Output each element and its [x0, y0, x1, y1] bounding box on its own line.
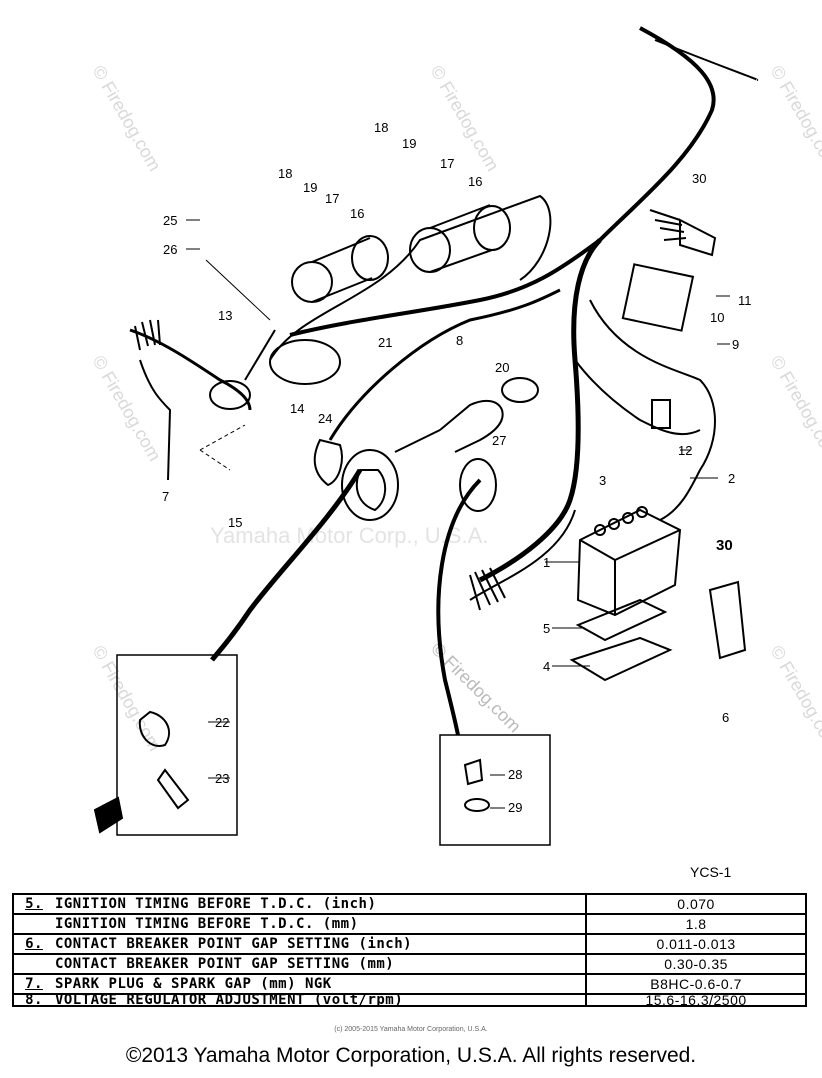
- spec-table: 5. IGNITION TIMING BEFORE T.D.C. (inch) …: [12, 893, 807, 1007]
- row-number: [12, 913, 49, 935]
- battery: [576, 506, 682, 617]
- callout-16a: 16: [350, 206, 364, 221]
- callout-20: 20: [495, 360, 509, 375]
- callout-29: 29: [508, 800, 522, 815]
- callout-4: 4: [543, 659, 550, 674]
- callout-1: 1: [543, 555, 550, 570]
- row-number: 6.: [12, 933, 49, 955]
- callout-8: 8: [456, 333, 463, 348]
- table-row: 7. SPARK PLUG & SPARK GAP (mm) NGK B8HC-…: [12, 973, 807, 995]
- ignition-coil-right: [409, 204, 511, 273]
- row-parameter: VOLTAGE REGULATOR ADJUSTMENT (volt/rpm): [48, 993, 588, 1007]
- row-value: B8HC-0.6-0.7: [585, 973, 807, 995]
- row-number: 7.: [12, 973, 49, 995]
- watermarks: © Firedog.com © Firedog.com © Firedog.co…: [89, 62, 822, 754]
- watermark: © Firedog.com: [427, 62, 503, 174]
- row-parameter: IGNITION TIMING BEFORE T.D.C. (inch): [48, 893, 588, 915]
- callout-13: 13: [218, 308, 232, 323]
- callout-19a: 19: [303, 180, 317, 195]
- callout-26: 26: [163, 242, 177, 257]
- callout-23: 23: [215, 771, 229, 786]
- row-value: 0.011-0.013: [585, 933, 807, 955]
- watermark: © Firedog.com: [767, 62, 822, 174]
- table-row: 5. IGNITION TIMING BEFORE T.D.C. (inch) …: [12, 893, 807, 915]
- callout-16b: 16: [468, 174, 482, 189]
- inset-spark-plug: [116, 654, 238, 836]
- callout-21: 21: [378, 335, 392, 350]
- row-value: 15.6-16.3/2500: [585, 993, 807, 1007]
- watermark: © Firedog.com: [89, 352, 165, 464]
- callout-17a: 17: [325, 191, 339, 206]
- callout-25: 25: [163, 213, 177, 228]
- inset-fitting: [439, 734, 551, 846]
- callout-9: 9: [732, 337, 739, 352]
- table-row: IGNITION TIMING BEFORE T.D.C. (mm) 1.8: [12, 913, 807, 935]
- row-parameter: IGNITION TIMING BEFORE T.D.C. (mm): [48, 913, 588, 935]
- row-parameter: SPARK PLUG & SPARK GAP (mm) NGK: [48, 973, 588, 995]
- row-value: 1.8: [585, 913, 807, 935]
- callout-2: 2: [728, 471, 735, 486]
- callouts: 1 2 3 4 5 6 7 8 9 10 11 12 13 14 15 16 1…: [162, 120, 752, 815]
- row-parameter: CONTACT BREAKER POINT GAP SETTING (mm): [48, 953, 588, 975]
- callout-30a: 30: [692, 171, 706, 186]
- row-value: 0.070: [585, 893, 807, 915]
- callout-14: 14: [290, 401, 304, 416]
- row-number: [12, 953, 49, 975]
- row-value: 0.30-0.35: [585, 953, 807, 975]
- callout-11: 11: [738, 293, 752, 308]
- callout-10: 10: [710, 310, 724, 325]
- callout-28: 28: [508, 767, 522, 782]
- row-number: 5.: [12, 893, 49, 915]
- callout-18a: 18: [278, 166, 292, 181]
- model-label: YCS-1: [690, 864, 732, 880]
- callout-19b: 19: [402, 136, 416, 151]
- callout-22: 22: [215, 715, 229, 730]
- watermark: © Firedog.com: [767, 352, 822, 464]
- ignition-coil-left: [291, 235, 389, 303]
- callout-27: 27: [492, 433, 506, 448]
- callout-18b: 18: [374, 120, 388, 135]
- table-row: 6. CONTACT BREAKER POINT GAP SETTING (in…: [12, 933, 807, 955]
- callout-6: 6: [722, 710, 729, 725]
- table-row: 8. VOLTAGE REGULATOR ADJUSTMENT (volt/rp…: [12, 993, 807, 1007]
- callout-24: 24: [318, 411, 332, 426]
- row-number: 8.: [12, 993, 49, 1007]
- callout-17b: 17: [440, 156, 454, 171]
- watermark: © Firedog.com: [767, 642, 822, 754]
- watermark: © Firedog.com: [89, 62, 165, 174]
- callout-12: 12: [678, 443, 692, 458]
- watermark-company: Yamaha Motor Corp., U.S.A.: [210, 523, 488, 548]
- watermark: © Firedog.com: [89, 642, 165, 754]
- callout-15: 15: [228, 515, 242, 530]
- callout-7: 7: [162, 489, 169, 504]
- row-parameter: CONTACT BREAKER POINT GAP SETTING (inch): [48, 933, 588, 955]
- callout-30b: 30: [716, 537, 733, 554]
- copyright-footer: ©2013 Yamaha Motor Corporation, U.S.A. A…: [125, 1044, 697, 1067]
- fine-print: (c) 2005-2015 Yamaha Motor Corporation, …: [334, 1026, 488, 1033]
- table-row: CONTACT BREAKER POINT GAP SETTING (mm) 0…: [12, 953, 807, 975]
- callout-5: 5: [543, 621, 550, 636]
- callout-3: 3: [599, 473, 606, 488]
- harness-drawing: [93, 26, 759, 846]
